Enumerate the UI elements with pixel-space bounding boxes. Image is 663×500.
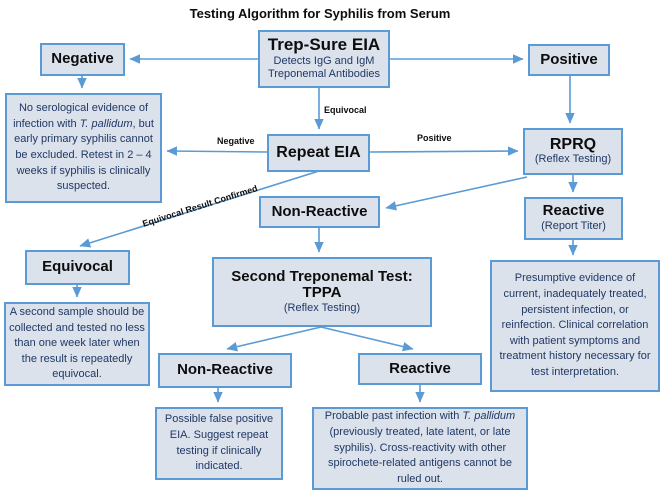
node-title: Positive bbox=[540, 50, 598, 68]
node-non-reactive-mid: Non-Reactive bbox=[259, 196, 380, 228]
node-title: Non-Reactive bbox=[271, 202, 368, 220]
edge-label-negative: Negative bbox=[217, 136, 255, 146]
node-non-reactive-bottom: Non-Reactive bbox=[158, 353, 292, 388]
node-title: Reactive bbox=[542, 202, 605, 220]
edge-label-equivocal: Equivocal bbox=[324, 105, 367, 115]
node-reactive-bottom: Reactive bbox=[358, 353, 482, 385]
node-subtitle: (Reflex Testing) bbox=[534, 153, 612, 166]
edge-label-positive: Positive bbox=[417, 133, 452, 143]
node-title: RPRQ bbox=[549, 135, 597, 153]
node-positive: Positive bbox=[528, 44, 610, 76]
node-subtitle: Detects IgG and IgM bbox=[273, 54, 375, 67]
node-title: Trep-Sure EIA bbox=[267, 34, 381, 54]
node-reactive-mid: Reactive (Report Titer) bbox=[524, 197, 623, 240]
info-presumptive-evidence: Presumptive evidence of current, inadequ… bbox=[490, 260, 660, 392]
node-equivocal: Equivocal bbox=[25, 250, 130, 285]
info-no-serological-evidence: No serological evidence of infection wit… bbox=[5, 93, 162, 203]
arrow-tppa-to-nonreactivebottom bbox=[226, 326, 322, 352]
node-second-treponemal-test-tppa: Second Treponemal Test: TPPA (Reflex Tes… bbox=[212, 257, 432, 327]
info-text: Probable past infection with T. pallidum… bbox=[324, 410, 516, 485]
node-trep-sure-eia: Trep-Sure EIA Detects IgG and IgM Trepon… bbox=[258, 30, 390, 88]
info-second-sample: A second sample should be collected and … bbox=[4, 302, 150, 386]
node-title: Repeat EIA bbox=[276, 144, 361, 162]
node-repeat-eia: Repeat EIA bbox=[267, 134, 370, 172]
node-title: Reactive bbox=[389, 359, 451, 377]
node-title: Non-Reactive bbox=[177, 361, 273, 379]
info-text: Presumptive evidence of current, inadequ… bbox=[499, 272, 651, 379]
arrow-repeateia-to-rprq bbox=[369, 146, 519, 156]
node-title: Negative bbox=[51, 50, 114, 68]
arrow-rprq-to-nonreactivemid bbox=[385, 176, 528, 211]
node-subtitle: Treponemal Antibodies bbox=[267, 68, 381, 81]
info-text: Possible false positive EIA. Suggest rep… bbox=[164, 413, 274, 473]
arrow-tppa-to-reactivebottom bbox=[320, 326, 414, 352]
info-possible-false-positive: Possible false positive EIA. Suggest rep… bbox=[155, 407, 283, 480]
info-probable-past-infection: Probable past infection with T. pallidum… bbox=[312, 407, 528, 490]
diagram-title: Testing Algorithm for Syphilis from Seru… bbox=[189, 6, 451, 21]
arrow-repeateia-to-equivocal bbox=[79, 170, 320, 248]
node-title: Second Treponemal Test: TPPA bbox=[231, 267, 413, 302]
arrow-repeateia-to-negativeinfo bbox=[166, 146, 268, 156]
node-subtitle: (Report Titer) bbox=[541, 219, 606, 232]
node-subtitle: (Reflex Testing) bbox=[283, 301, 361, 314]
info-text: No serological evidence of infection wit… bbox=[13, 102, 154, 193]
node-title: Equivocal bbox=[42, 258, 113, 276]
info-text: A second sample should be collected and … bbox=[9, 305, 145, 381]
node-rprq: RPRQ (Reflex Testing) bbox=[523, 128, 623, 175]
node-negative: Negative bbox=[40, 43, 125, 76]
